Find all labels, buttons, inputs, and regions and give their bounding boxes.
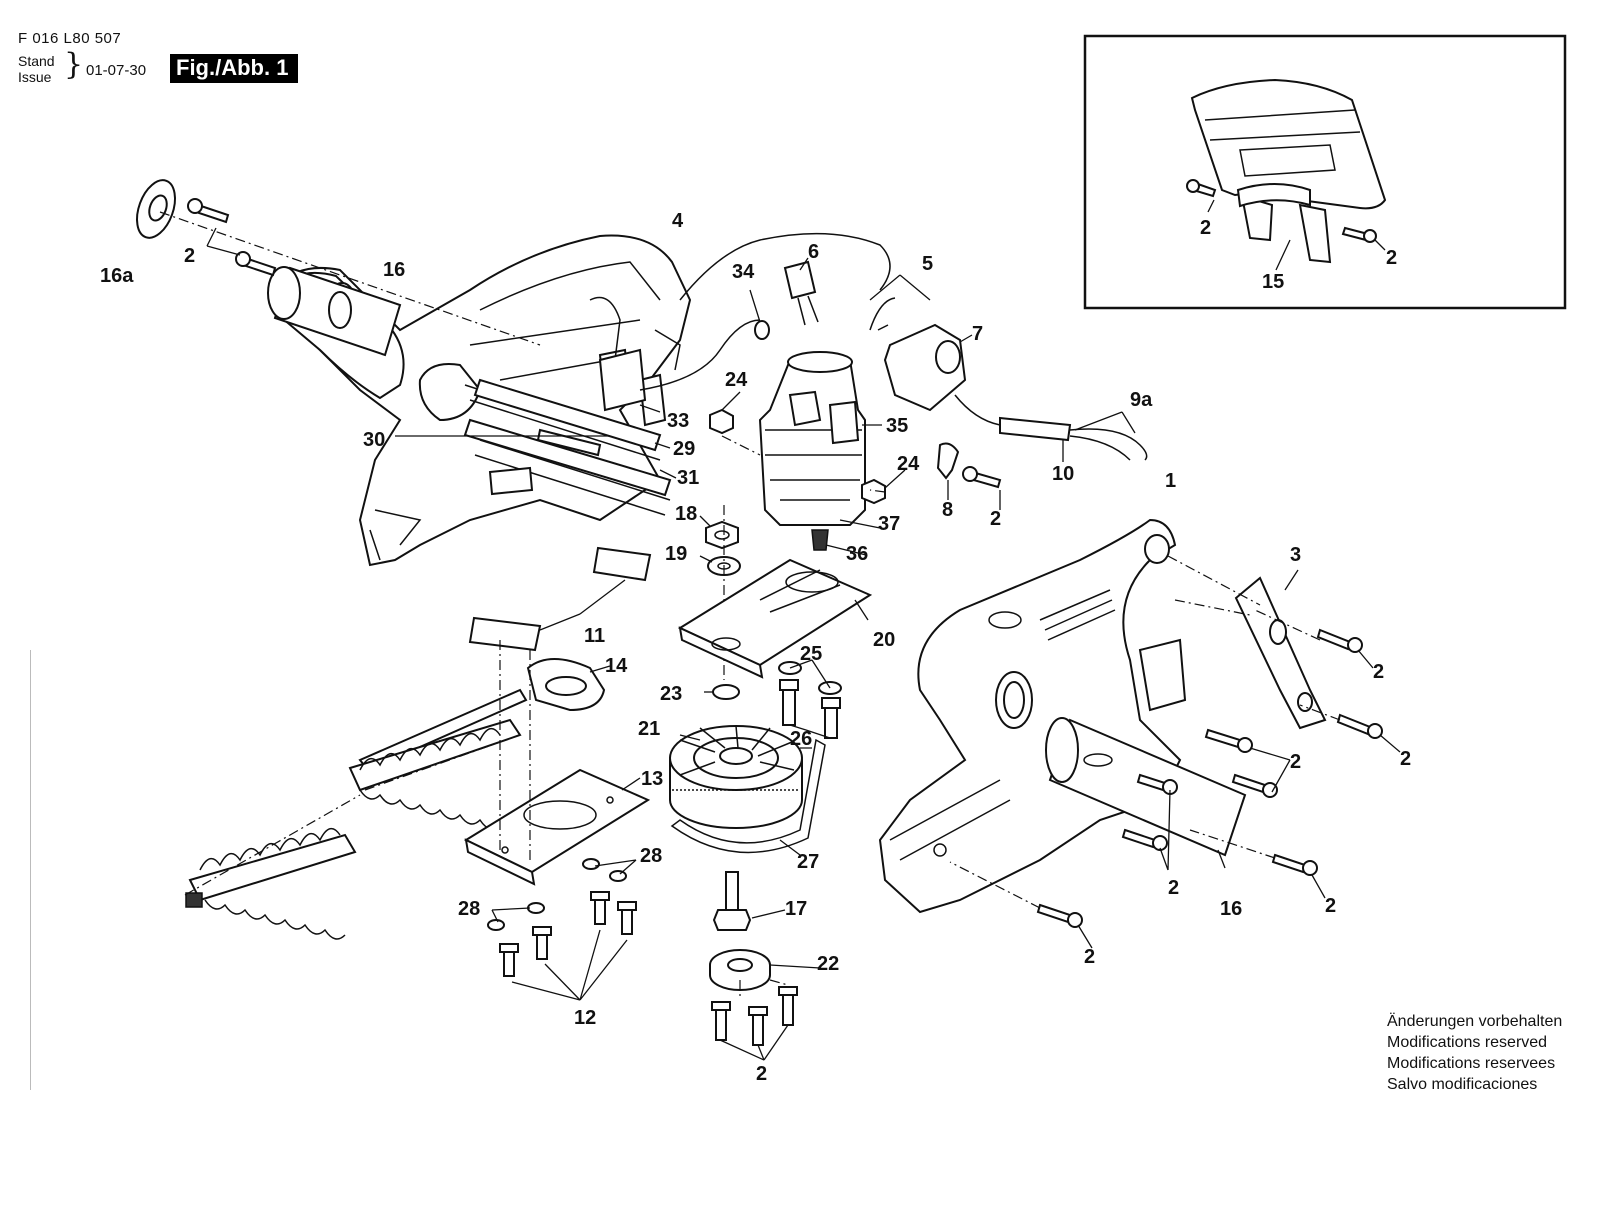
issue-label: Issue: [18, 69, 52, 85]
callout-2-tube: 2: [1168, 877, 1179, 899]
callout-2-inset-right: 2: [1386, 247, 1397, 269]
scan-edge-line: [30, 650, 31, 1090]
pads-part-11: [468, 546, 652, 652]
callout-25: 25: [800, 643, 822, 665]
screws-part-12: [499, 891, 637, 977]
handle-tube-part-16-right: [1045, 717, 1247, 857]
end-cap-part-16a: [136, 179, 176, 239]
handle-tube-part-16-left: [267, 266, 402, 357]
slider-parts-29-31: [463, 348, 672, 497]
bracket-part-3: [1234, 576, 1327, 730]
callout-2-bracket-bottom: 2: [1400, 748, 1411, 770]
switch-part-7: [869, 297, 967, 412]
issue-date: 01-07-30: [86, 62, 147, 79]
callout-2-bottom: 2: [756, 1063, 767, 1085]
lever-part-14: [358, 658, 606, 772]
callout-9a: 9a: [1130, 389, 1153, 411]
callout-28-right: 28: [640, 845, 662, 867]
callout-5: 5: [922, 253, 933, 275]
callout-16-left: 16: [383, 259, 405, 281]
gear-plate-part-20: [677, 558, 873, 679]
document-code: F 016 L80 507: [18, 30, 122, 47]
callout-2-clip: 2: [990, 508, 1001, 530]
callout-22: 22: [817, 953, 839, 975]
housing-right-part-1: [878, 518, 1187, 914]
belt-part-27: [670, 738, 826, 854]
inset-screws: [1186, 179, 1377, 243]
callout-28-left: 28: [458, 898, 480, 920]
screws-right-side: [1036, 628, 1383, 928]
screws-part-26: [779, 679, 841, 739]
callout-27: 27: [797, 851, 819, 873]
modifications-notice: Änderungen vorbehalten Modifications res…: [1387, 1011, 1562, 1095]
callout-16-right: 16: [1220, 898, 1242, 920]
nut-part-18: [705, 520, 739, 550]
callout-10: 10: [1052, 463, 1074, 485]
bolt-part-17: [712, 871, 752, 931]
callout-29: 29: [673, 438, 695, 460]
blade-lower: [185, 827, 357, 940]
callout-2-bracket-top: 2: [1373, 661, 1384, 683]
callout-16a: 16a: [100, 265, 134, 287]
callout-34: 34: [732, 261, 755, 283]
callout-1: 1: [1165, 470, 1176, 492]
callout-15: 15: [1262, 271, 1284, 293]
mains-cable-part-9a: [954, 394, 1148, 461]
callout-37: 37: [878, 513, 900, 535]
callout-2-middle: 2: [1290, 751, 1301, 773]
callout-4: 4: [672, 210, 684, 232]
cable-lug-part-34: [754, 320, 770, 340]
notice-es: Salvo modificaciones: [1387, 1076, 1538, 1093]
callout-30: 30: [363, 429, 385, 451]
gear-wheel-part-21: [669, 725, 803, 829]
callout-18: 18: [675, 503, 697, 525]
callout-2-far-right: 2: [1325, 895, 1336, 917]
callout-14: 14: [605, 655, 628, 677]
callout-26: 26: [790, 728, 812, 750]
callout-7: 7: [972, 323, 983, 345]
figure-label: Fig./Abb. 1: [170, 54, 299, 83]
callout-24-right: 24: [897, 453, 920, 475]
callout-23: 23: [660, 683, 682, 705]
callout-11: 11: [584, 625, 605, 647]
callout-8: 8: [942, 499, 953, 521]
clips-part-28: [487, 858, 627, 931]
plate-part-13: [463, 768, 651, 886]
callout-2-handle: 2: [184, 245, 195, 267]
callout-19: 19: [665, 543, 687, 565]
callout-12: 12: [574, 1007, 596, 1029]
guard-part-15: [1190, 78, 1387, 264]
callout-2-inset-left: 2: [1200, 217, 1211, 239]
washer-part-23: [712, 684, 740, 700]
callout-2-bottom-right: 2: [1084, 946, 1095, 968]
suppressor-part-6: [783, 260, 819, 326]
callout-13: 13: [641, 768, 663, 790]
blade-upper: [348, 718, 522, 830]
notice-fr: Modifications reservees: [1387, 1055, 1556, 1072]
brace-glyph: }: [64, 47, 84, 82]
callout-31: 31: [677, 467, 699, 489]
cable-clip-part-8: [936, 442, 960, 480]
stand-label: Stand: [18, 53, 55, 69]
callout-35: 35: [886, 415, 908, 437]
notice-en: Modifications reserved: [1387, 1034, 1548, 1051]
screws-bottom-2: [711, 986, 798, 1046]
callout-6: 6: [808, 241, 819, 263]
internal-cable: [679, 232, 891, 301]
callout-3: 3: [1290, 544, 1301, 566]
motor-part-35: [758, 351, 866, 551]
notice-de: Änderungen vorbehalten: [1387, 1013, 1563, 1030]
inset-frame: [1083, 34, 1567, 310]
callout-17: 17: [785, 898, 807, 920]
callout-33: 33: [667, 410, 689, 432]
stand-issue-label: Stand Issue: [18, 53, 55, 85]
callout-24-left: 24: [725, 369, 748, 391]
inset-detail: 2 2 15: [1083, 34, 1567, 310]
screw-near-clip: [962, 466, 1002, 489]
callout-21: 21: [638, 718, 660, 740]
callout-20: 20: [873, 629, 895, 651]
callout-36: 36: [846, 543, 868, 565]
